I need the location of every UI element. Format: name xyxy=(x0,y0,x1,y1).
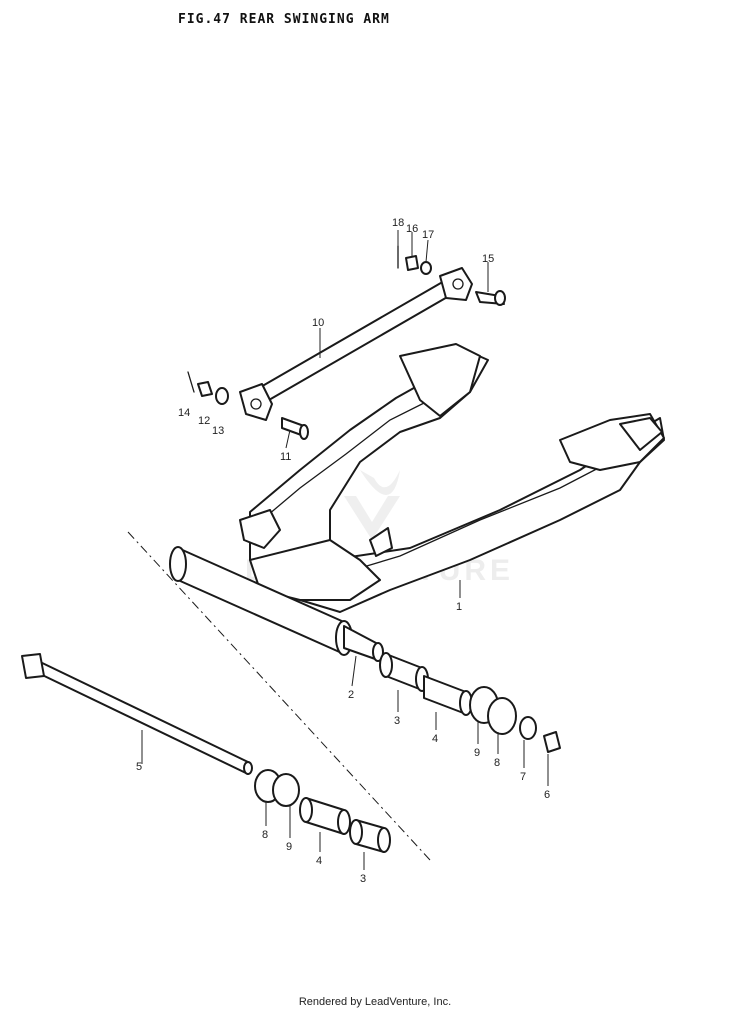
callout-5: 5 xyxy=(136,761,142,773)
callout-13: 13 xyxy=(212,425,224,437)
nut-16 xyxy=(405,255,419,271)
washer-13 xyxy=(215,387,229,405)
callout-6: 6 xyxy=(544,789,550,801)
callout-16: 16 xyxy=(406,223,418,235)
pivot-tube xyxy=(169,546,384,662)
callout-8: 8 xyxy=(494,757,500,769)
washer-7 xyxy=(519,716,537,740)
callout-4: 4 xyxy=(432,733,438,745)
callout-4-lower: 4 xyxy=(316,855,322,867)
seal-8 xyxy=(487,697,517,735)
callout-10: 10 xyxy=(312,317,324,329)
render-credit: Rendered by LeadVenture, Inc. xyxy=(298,996,452,1008)
pivot-shaft xyxy=(21,653,253,775)
callout-17: 17 xyxy=(422,229,434,241)
upper-hardware xyxy=(397,245,506,306)
cap-6 xyxy=(543,731,561,753)
swinging-arm xyxy=(239,343,665,613)
callout-14: 14 xyxy=(178,407,190,419)
callout-12: 12 xyxy=(198,415,210,427)
washer-17 xyxy=(420,261,432,275)
nut-12 xyxy=(197,381,213,397)
lower-pivot-stack xyxy=(254,769,391,853)
callout-8-lower: 8 xyxy=(262,829,268,841)
callout-11: 11 xyxy=(280,451,291,463)
left-hardware xyxy=(187,371,309,440)
right-pivot-stack xyxy=(379,652,561,753)
callout-1: 1 xyxy=(456,601,462,613)
callout-2: 2 xyxy=(348,689,354,701)
callout-3-lower: 3 xyxy=(360,873,366,885)
callout-15: 15 xyxy=(482,253,494,265)
callout-9-lower: 9 xyxy=(286,841,292,853)
callout-7: 7 xyxy=(520,771,526,783)
callout-3: 3 xyxy=(394,715,400,727)
axis-centerline xyxy=(127,531,431,861)
cotter-pin-14 xyxy=(187,371,195,393)
callout-9: 9 xyxy=(474,747,480,759)
callout-18: 18 xyxy=(392,217,404,229)
torque-rod xyxy=(239,267,473,421)
washer-9-lower xyxy=(272,773,300,807)
figure-title: FIG.47 REAR SWINGING ARM xyxy=(178,12,390,27)
callout-labels: 18 16 17 15 10 14 12 13 11 1 2 3 4 9 8 7… xyxy=(136,217,550,885)
leader-lines xyxy=(141,230,549,870)
